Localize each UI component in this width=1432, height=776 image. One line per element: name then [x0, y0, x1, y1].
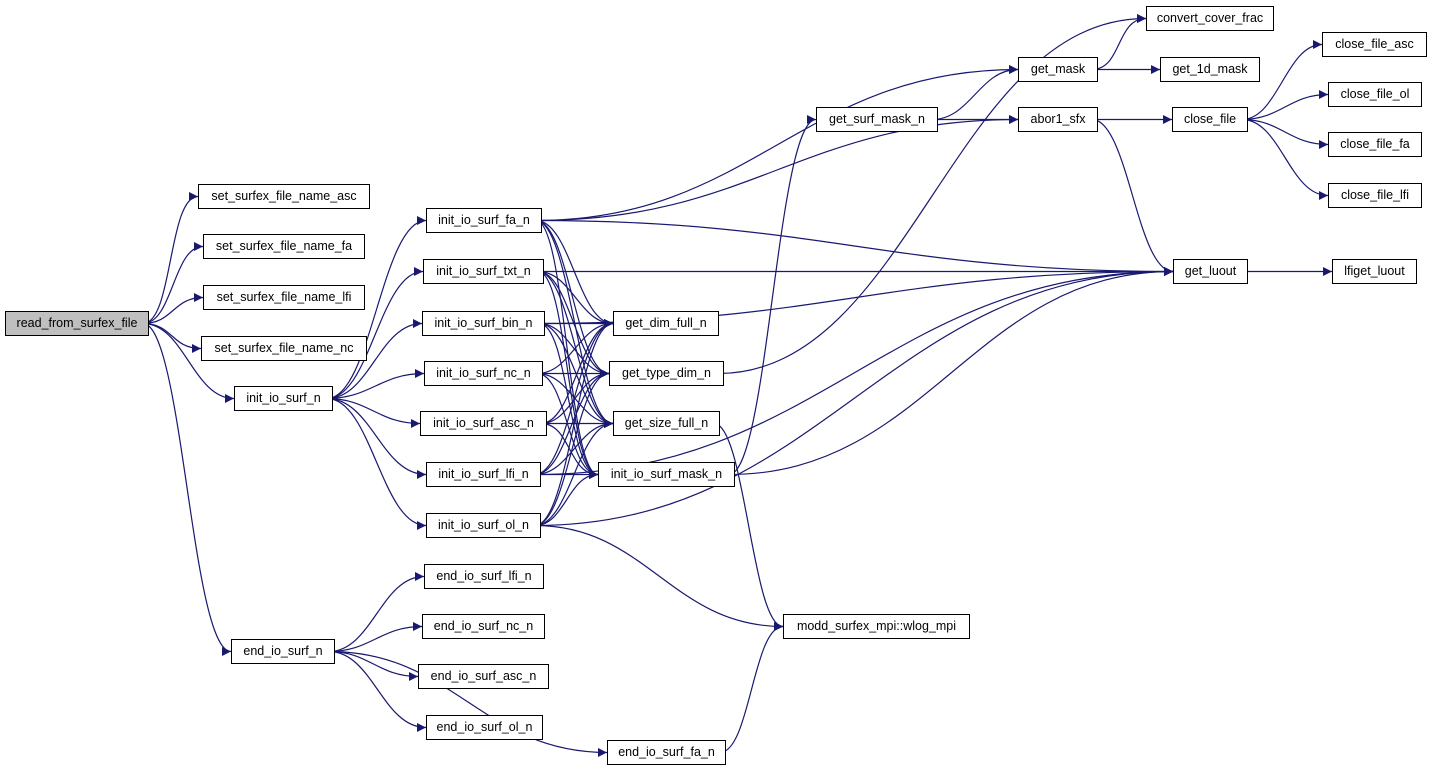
- edge-init-io-surf-n-to-init-txt: [326, 267, 424, 400]
- edge-init-fa-to-get-luout: [535, 219, 1174, 276]
- node-init-asc[interactable]: init_io_surf_asc_n: [420, 411, 547, 436]
- edge-get-surf-mask-n-to-get-mask: [931, 65, 1019, 121]
- edge-init-lfi-to-get-type-dim-n: [534, 369, 610, 476]
- edge-end-io-surf-n-to-end-asc: [328, 650, 419, 681]
- edge-end-io-surf-n-to-end-nc: [328, 622, 423, 653]
- edge-init-fa-to-get-mask: [535, 65, 1019, 222]
- edge-init-ol-to-get-type-dim-n: [534, 369, 610, 527]
- node-read-from-surfex-file[interactable]: read_from_surfex_file: [5, 311, 149, 336]
- edge-init-ol-to-get-luout: [534, 267, 1174, 527]
- edge-read-from-surfex-file-to-set-nc: [142, 322, 202, 353]
- node-close-asc[interactable]: close_file_asc: [1322, 32, 1427, 57]
- node-init-fa[interactable]: init_io_surf_fa_n: [426, 208, 542, 233]
- edge-init-lfi-to-get-size-full-n: [534, 419, 614, 476]
- edge-init-txt-to-get-type-dim-n: [537, 270, 610, 378]
- edge-init-io-surf-n-to-init-ol: [326, 397, 427, 530]
- edge-read-from-surfex-file-to-init-io-surf-n: [142, 322, 235, 403]
- edge-init-io-surf-n-to-init-asc: [326, 397, 421, 428]
- edge-init-bin-to-get-type-dim-n: [538, 322, 610, 378]
- edge-read-from-surfex-file-to-set-lfi: [142, 293, 204, 325]
- edge-init-ol-to-get-size-full-n: [534, 419, 614, 527]
- edge-init-mask-to-get-surf-mask-n: [728, 115, 817, 476]
- edge-end-io-surf-n-to-end-lfi: [328, 572, 425, 653]
- edge-init-fa-to-init-mask: [535, 219, 599, 479]
- node-init-bin[interactable]: init_io_surf_bin_n: [422, 311, 545, 336]
- edge-init-bin-to-init-mask: [538, 322, 599, 479]
- node-set-nc[interactable]: set_surfex_file_name_nc: [201, 336, 367, 361]
- node-get-1d-mask[interactable]: get_1d_mask: [1160, 57, 1260, 82]
- edge-init-mask-to-get-luout: [728, 267, 1174, 476]
- node-init-txt[interactable]: init_io_surf_txt_n: [423, 259, 544, 284]
- edge-close-file-to-close-lfi: [1241, 118, 1329, 200]
- edge-close-file-to-close-fa: [1241, 118, 1329, 149]
- node-end-io-surf-n[interactable]: end_io_surf_n: [231, 639, 335, 664]
- node-init-mask[interactable]: init_io_surf_mask_n: [598, 462, 735, 487]
- edge-init-ol-to-wlog-mpi: [534, 524, 784, 631]
- node-abor1-sfx[interactable]: abor1_sfx: [1018, 107, 1098, 132]
- node-get-luout[interactable]: get_luout: [1173, 259, 1248, 284]
- edge-get-mask-to-convert-cover-frac: [1091, 14, 1147, 71]
- edge-get-size-full-n-to-wlog-mpi: [713, 422, 784, 631]
- node-init-lfi[interactable]: init_io_surf_lfi_n: [426, 462, 541, 487]
- edge-close-file-to-close-ol: [1241, 90, 1329, 121]
- node-set-fa[interactable]: set_surfex_file_name_fa: [203, 234, 365, 259]
- node-end-ol[interactable]: end_io_surf_ol_n: [426, 715, 543, 740]
- node-wlog-mpi[interactable]: modd_surfex_mpi::wlog_mpi: [783, 614, 970, 639]
- node-set-lfi[interactable]: set_surfex_file_name_lfi: [203, 285, 365, 310]
- edge-init-txt-to-get-dim-full-n: [537, 270, 614, 328]
- edge-init-nc-to-get-dim-full-n: [536, 319, 614, 375]
- node-close-file[interactable]: close_file: [1172, 107, 1248, 132]
- edge-get-type-dim-n-to-convert-cover-frac: [717, 14, 1147, 375]
- edge-close-file-to-close-asc: [1241, 40, 1323, 121]
- edge-read-from-surfex-file-to-set-fa: [142, 242, 204, 325]
- node-get-type-dim-n[interactable]: get_type_dim_n: [609, 361, 724, 386]
- edge-end-fa-to-wlog-mpi: [719, 622, 784, 754]
- edge-end-io-surf-n-to-end-fa: [328, 650, 608, 757]
- node-init-io-surf-n[interactable]: init_io_surf_n: [234, 386, 333, 411]
- node-close-fa[interactable]: close_file_fa: [1328, 132, 1422, 157]
- edge-init-ol-to-get-dim-full-n: [534, 319, 614, 527]
- edge-read-from-surfex-file-to-end-io-surf-n: [142, 322, 232, 656]
- node-end-nc[interactable]: end_io_surf_nc_n: [422, 614, 545, 639]
- node-close-lfi[interactable]: close_file_lfi: [1328, 183, 1422, 208]
- node-get-size-full-n[interactable]: get_size_full_n: [613, 411, 720, 436]
- node-convert-cover-frac[interactable]: convert_cover_frac: [1146, 6, 1274, 31]
- edge-init-io-surf-n-to-init-lfi: [326, 397, 427, 479]
- edge-init-io-surf-n-to-init-fa: [326, 216, 427, 400]
- node-end-asc[interactable]: end_io_surf_asc_n: [418, 664, 549, 689]
- node-close-ol[interactable]: close_file_ol: [1328, 82, 1422, 107]
- edge-init-io-surf-n-to-init-nc: [326, 369, 425, 400]
- node-init-nc[interactable]: init_io_surf_nc_n: [424, 361, 543, 386]
- node-init-ol[interactable]: init_io_surf_ol_n: [426, 513, 541, 538]
- edge-init-lfi-to-get-dim-full-n: [534, 319, 614, 476]
- edge-init-fa-to-get-type-dim-n: [535, 219, 610, 378]
- edge-init-io-surf-n-to-init-bin: [326, 319, 423, 400]
- node-get-dim-full-n[interactable]: get_dim_full_n: [613, 311, 719, 336]
- edge-init-ol-to-init-mask: [534, 470, 599, 527]
- edge-end-io-surf-n-to-end-ol: [328, 650, 427, 732]
- node-set-asc[interactable]: set_surfex_file_name_asc: [198, 184, 370, 209]
- edge-read-from-surfex-file-to-set-asc: [142, 192, 199, 325]
- edge-abor1-sfx-to-get-luout: [1091, 118, 1174, 276]
- edge-init-fa-to-abor1-sfx: [535, 115, 1019, 222]
- node-get-surf-mask-n[interactable]: get_surf_mask_n: [816, 107, 938, 132]
- node-lfiget-luout[interactable]: lfiget_luout: [1332, 259, 1417, 284]
- node-end-fa[interactable]: end_io_surf_fa_n: [607, 740, 726, 765]
- edge-init-fa-to-get-size-full-n: [535, 219, 614, 428]
- node-get-mask[interactable]: get_mask: [1018, 57, 1098, 82]
- node-end-lfi[interactable]: end_io_surf_lfi_n: [424, 564, 544, 589]
